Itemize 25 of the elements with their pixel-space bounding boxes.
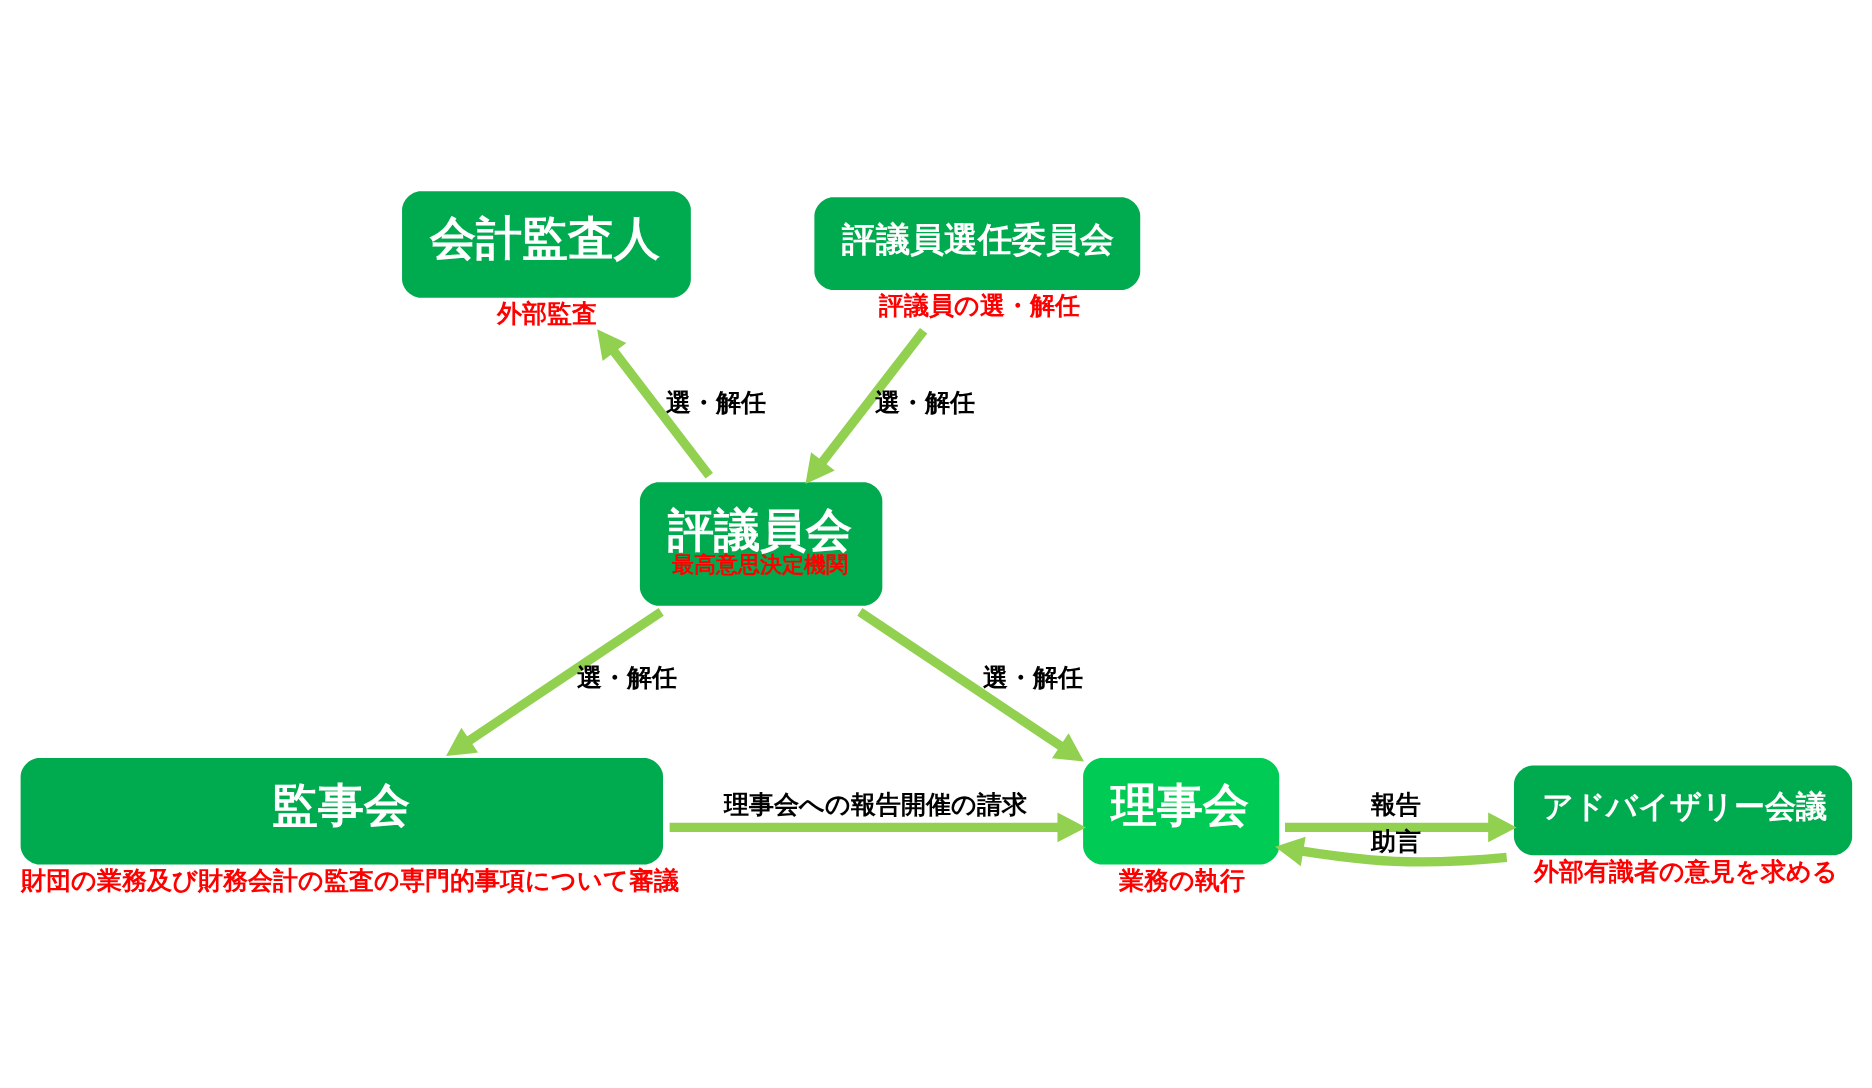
arrow: [857, 608, 1084, 762]
node-label: 財団の業務及び財務会計の監査の専門的事項について審議: [20, 865, 679, 895]
node-label: 外部監査: [497, 299, 598, 329]
edge-label: 助言: [1371, 827, 1422, 857]
edge-label: 選・解任: [874, 387, 975, 417]
arrow: [597, 329, 713, 479]
node-box: 評議員選任委員会: [814, 197, 1141, 290]
node-box: 会計監査人: [402, 191, 691, 298]
arrow: [446, 608, 664, 757]
node-label: 外部有識者の意見を求める: [1534, 856, 1839, 886]
arrow: [1275, 836, 1508, 867]
arrow: [669, 812, 1086, 843]
arrow: [805, 327, 928, 484]
edge-label: 選・解任: [576, 662, 677, 692]
edge-label: 選・解任: [666, 387, 767, 417]
edge-label: 報告: [1371, 790, 1422, 820]
node-box: 理事会: [1083, 757, 1280, 865]
node-label: 業務の執行: [1119, 865, 1246, 895]
node-box: 監事会: [20, 757, 664, 865]
node-box: アドバイザリー会議: [1513, 765, 1853, 856]
arrow: [1285, 812, 1517, 843]
node-box: 評議員会 最高意思決定機関: [639, 482, 883, 606]
edge-label: 選・解任: [982, 662, 1083, 692]
node-label: 評議員の選・解任: [879, 291, 1081, 321]
edge-label: 理事会への報告開催の請求: [724, 790, 1028, 820]
